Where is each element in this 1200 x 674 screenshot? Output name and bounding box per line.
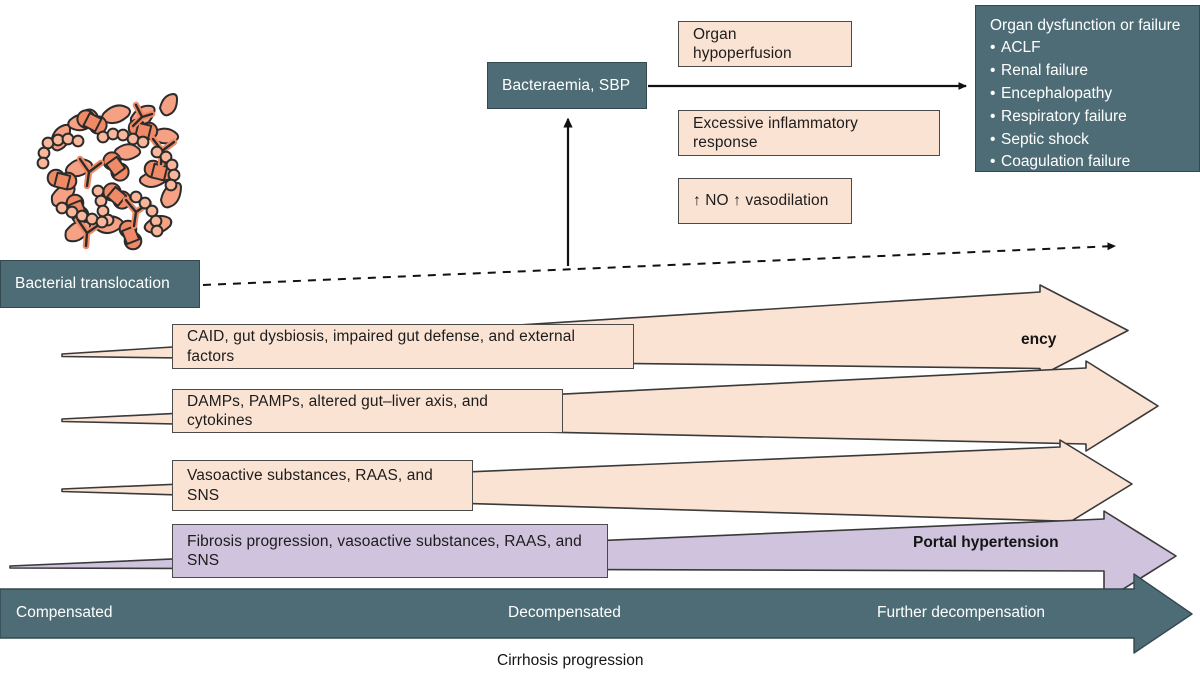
band-label-vasoactive: Vasoactive substances, RAAS, and SNS bbox=[187, 467, 433, 504]
band-label-box-damps[interactable]: DAMPs, PAMPs, altered gut–liver axis, an… bbox=[172, 389, 563, 433]
band-label-caid: CAID, gut dysbiosis, impaired gut defens… bbox=[187, 328, 576, 365]
organ-failure-item: Renal failure bbox=[990, 60, 1185, 83]
timeline-stage-decompensated: Decompensated bbox=[508, 604, 621, 621]
band-label-box-caid[interactable]: CAID, gut dysbiosis, impaired gut defens… bbox=[172, 324, 634, 369]
organ-failure-list: ACLF Renal failure Encephalopathy Respir… bbox=[990, 37, 1185, 174]
organ-hypoperfusion-label: Organ hypoperfusion bbox=[693, 25, 792, 62]
organ-failure-title: Organ dysfunction or failure bbox=[990, 17, 1181, 34]
organ-failure-item: Septic shock bbox=[990, 129, 1185, 152]
excessive-inflammatory-response-label: Excessive inflammatory response bbox=[693, 114, 858, 151]
band-arrow-label-ency: ency bbox=[1021, 331, 1057, 348]
bacteraemia-sbp-label: Bacteraemia, SBP bbox=[502, 76, 631, 94]
band-label-box-vasoactive[interactable]: Vasoactive substances, RAAS, and SNS bbox=[172, 460, 473, 511]
organ-failure-item: Encephalopathy bbox=[990, 83, 1185, 106]
timeline-stage-further-decompensation: Further decompensation bbox=[877, 604, 1046, 621]
bacterial-translocation-box[interactable]: Bacterial translocation bbox=[0, 260, 200, 308]
bacteria-cluster-icon bbox=[36, 93, 182, 251]
no-vasodilation-box[interactable]: ↑ NO ↑ vasodilation bbox=[678, 178, 852, 224]
organ-failure-item: ACLF bbox=[990, 37, 1185, 60]
bacterial-translocation-label: Bacterial translocation bbox=[15, 275, 170, 293]
no-vasodilation-label: ↑ NO ↑ vasodilation bbox=[693, 192, 829, 210]
band-arrow-label-portal-hypertension: Portal hypertension bbox=[913, 534, 1059, 551]
band-label-fibrosis: Fibrosis progression, vasoactive substan… bbox=[187, 532, 582, 569]
dotted-connector bbox=[202, 242, 1116, 286]
excessive-inflammatory-response-box[interactable]: Excessive inflammatory response bbox=[678, 110, 940, 156]
figure-caption: Cirrhosis progression bbox=[497, 652, 644, 669]
organ-failure-item: Respiratory failure bbox=[990, 106, 1185, 129]
band-label-damps: DAMPs, PAMPs, altered gut–liver axis, an… bbox=[187, 392, 489, 429]
band-label-box-fibrosis[interactable]: Fibrosis progression, vasoactive substan… bbox=[172, 524, 608, 578]
timeline-stage-compensated: Compensated bbox=[16, 604, 113, 621]
bacteraemia-sbp-box[interactable]: Bacteraemia, SBP bbox=[487, 62, 647, 109]
organ-dysfunction-failure-box[interactable]: Organ dysfunction or failure ACLF Renal … bbox=[975, 5, 1200, 172]
organ-failure-item: Coagulation failure bbox=[990, 151, 1185, 174]
organ-hypoperfusion-box[interactable]: Organ hypoperfusion bbox=[678, 21, 852, 67]
